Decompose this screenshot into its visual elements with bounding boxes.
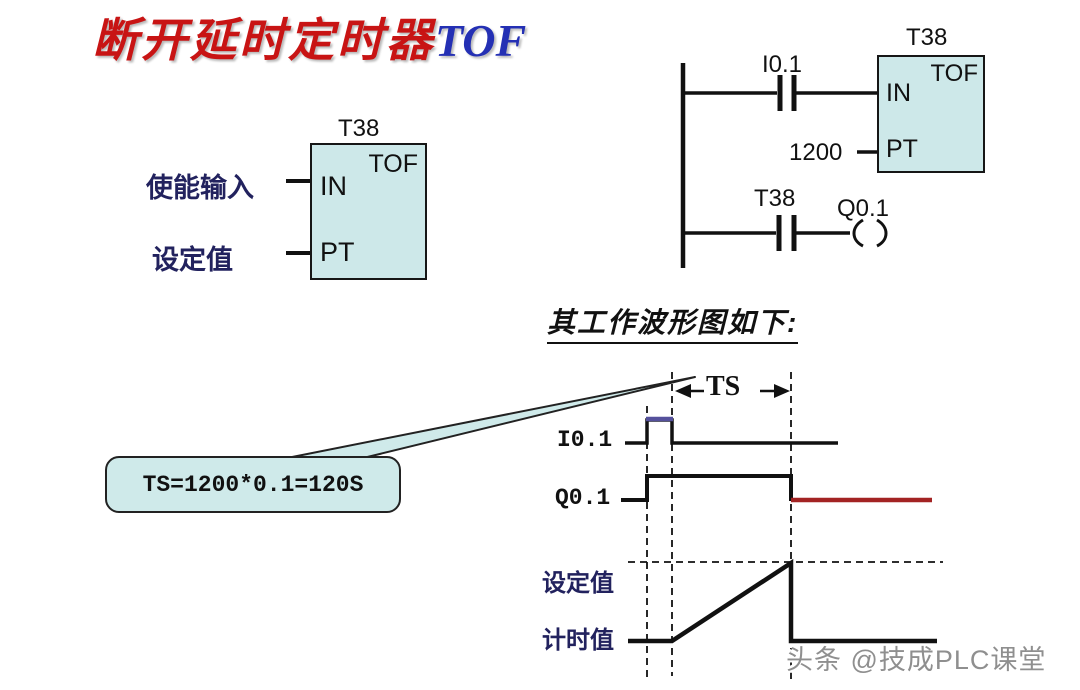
ladder-block-timer-number: T38 — [906, 24, 948, 51]
page-title: 断开延时定时器TOF — [92, 4, 526, 70]
trace-i01 — [625, 418, 838, 445]
ladder-tof-block: TOF IN PT — [877, 55, 985, 173]
block-pt-label: PT — [320, 237, 355, 267]
ts-dimension-label: TS — [706, 371, 741, 402]
trace-label-i01: I0.1 — [557, 427, 613, 453]
trace-label-count-value: 计时值 — [542, 627, 614, 654]
trace-q01 — [621, 474, 793, 502]
left-block-timer-number: T38 — [338, 115, 380, 142]
left-block-stubs — [286, 179, 310, 255]
callout-pointer — [276, 376, 696, 461]
tof-function-block: TOF IN PT — [310, 143, 427, 280]
coil-q01-icon — [852, 218, 888, 248]
page-title-cn: 断开延时定时器 — [92, 15, 435, 66]
preset-value-label: 设定值 — [152, 245, 233, 275]
trace-label-set-value: 设定值 — [542, 570, 614, 597]
ladder-lines — [680, 63, 888, 268]
ladder-coil-label: Q0.1 — [837, 195, 890, 222]
trace-count-value — [628, 558, 937, 644]
block-type-label: TOF — [368, 150, 418, 178]
watermark: 头条 @技成PLC课堂 — [786, 645, 1047, 675]
enable-input-label: 使能输入 — [146, 173, 254, 203]
ts-callout-text: TS=1200*0.1=120S — [142, 471, 364, 498]
ladder-contact2-label: T38 — [754, 185, 796, 212]
ladder-block-in: IN — [886, 79, 911, 107]
ladder-preset-value: 1200 — [789, 139, 843, 166]
page-title-en: TOF — [435, 15, 527, 66]
block-in-label: IN — [320, 171, 347, 201]
ladder-block-pt: PT — [886, 135, 918, 163]
waveform-heading: 其工作波形图如下: — [547, 301, 799, 344]
ladder-contact1-label: I0.1 — [762, 51, 803, 78]
ladder-block-type: TOF — [930, 60, 978, 87]
ts-callout-bubble: TS=1200*0.1=120S — [105, 456, 401, 513]
trace-label-q01: Q0.1 — [555, 485, 611, 511]
